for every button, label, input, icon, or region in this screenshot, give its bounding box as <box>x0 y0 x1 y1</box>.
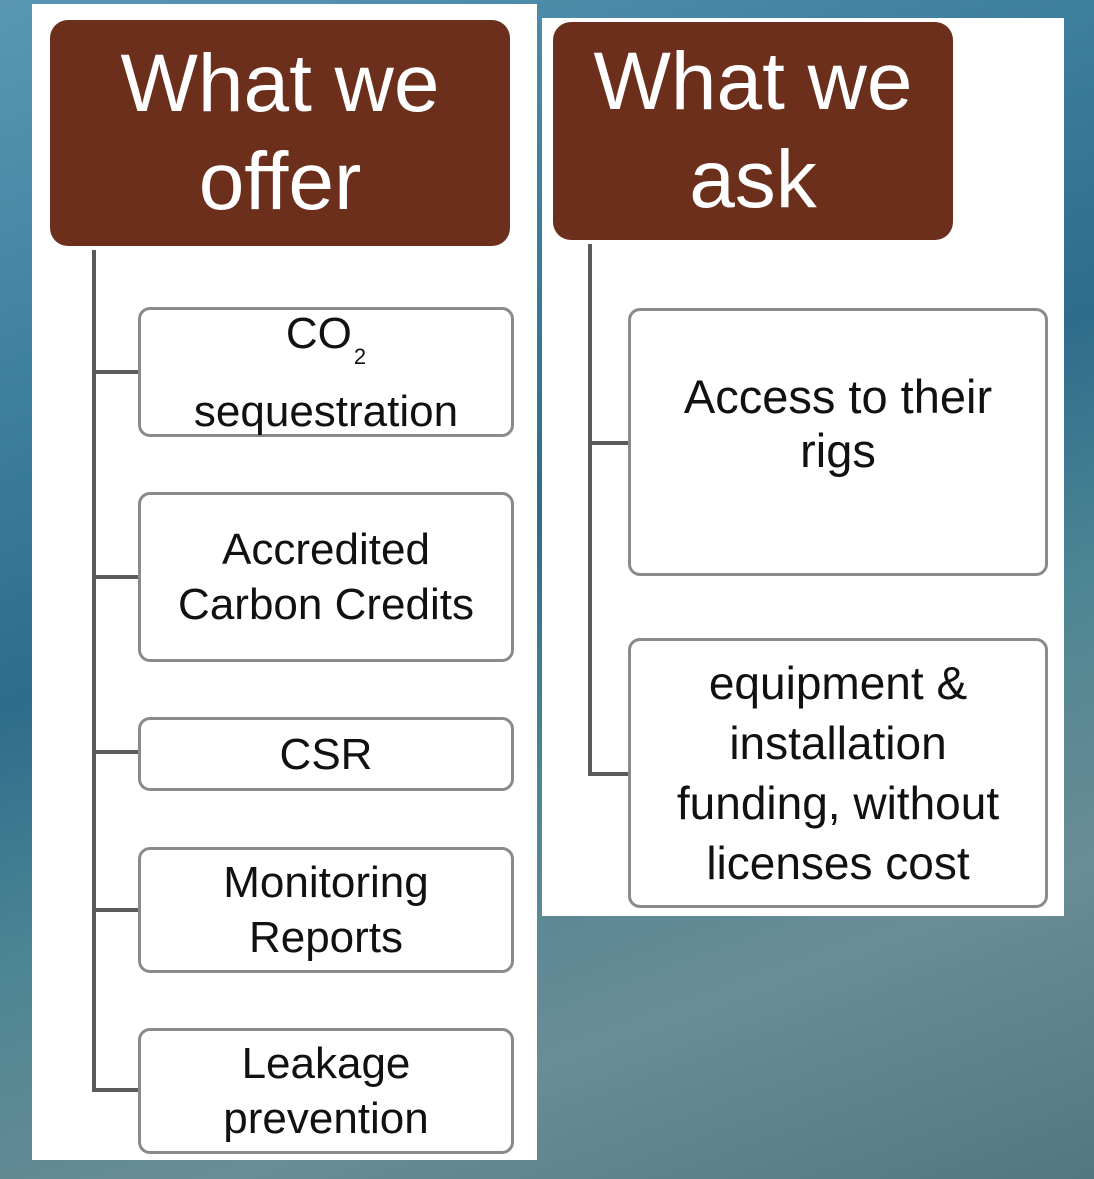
equipment-line3: funding, without <box>676 777 1000 829</box>
offer-trunk-line <box>92 250 96 1092</box>
ask-panel: What we ask Access to their rigs equipme… <box>542 18 1064 916</box>
ask-item-rig-access: Access to their rigs <box>628 308 1048 576</box>
leakage-line1: Leakage <box>241 1039 411 1088</box>
ask-item-equipment-funding: equipment & installation funding, withou… <box>628 638 1048 908</box>
ask-header: What we ask <box>553 22 953 240</box>
offer-title-line1: What we <box>120 38 440 129</box>
equipment-line2: installation <box>729 717 947 769</box>
rig-access-line1: Access to their <box>683 370 993 423</box>
co2-label-line2: sequestration <box>193 386 459 436</box>
offer-branch-4 <box>92 908 140 912</box>
co2-label: CO <box>285 308 352 358</box>
co2-subscript: 2 <box>353 343 367 369</box>
offer-branch-1 <box>92 370 140 374</box>
monitoring-line1: Monitoring <box>223 858 429 907</box>
offer-item-carbon-credits: Accredited Carbon Credits <box>138 492 514 662</box>
carbon-credits-line1: Accredited <box>222 525 430 574</box>
offer-branch-3 <box>92 750 140 754</box>
offer-branch-2 <box>92 575 140 579</box>
offer-branch-5 <box>92 1088 140 1092</box>
carbon-credits-line2: Carbon Credits <box>178 580 474 629</box>
ask-title-line2: ask <box>689 134 817 225</box>
ask-branch-1 <box>588 441 630 445</box>
equipment-line4: licenses cost <box>706 837 970 889</box>
equipment-line1: equipment & <box>708 657 968 709</box>
offer-title-line2: offer <box>198 136 362 227</box>
ask-branch-2 <box>588 772 630 776</box>
ask-title-line1: What we <box>593 36 913 127</box>
offer-item-monitoring: Monitoring Reports <box>138 847 514 973</box>
offer-panel: What we offer CO2 sequestration Accredit… <box>32 4 537 1160</box>
offer-item-co2: CO2 sequestration <box>138 307 514 437</box>
offer-item-csr: CSR <box>138 717 514 791</box>
offer-header: What we offer <box>50 20 510 246</box>
monitoring-line2: Reports <box>248 913 404 962</box>
leakage-line2: prevention <box>223 1094 429 1143</box>
csr-label: CSR <box>279 729 373 779</box>
ask-trunk-line <box>588 244 592 776</box>
offer-item-leakage: Leakage prevention <box>138 1028 514 1154</box>
rig-access-line2: rigs <box>800 424 876 477</box>
